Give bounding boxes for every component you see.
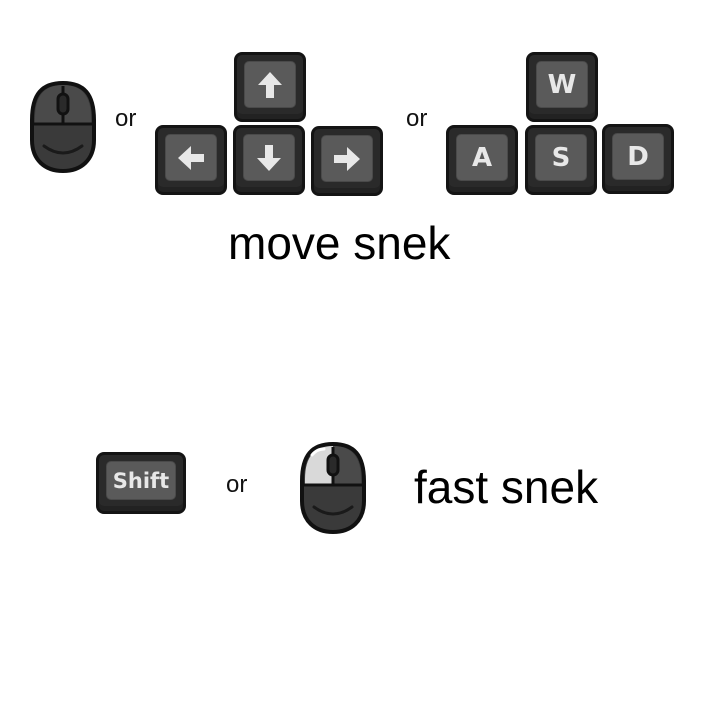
arrow-down-key [233,125,305,195]
mouse-left-click-icon [298,441,368,535]
key-d-label: D [612,133,664,180]
fast-caption: fast snek [414,461,599,513]
key-s-label: S [535,134,587,181]
arrow-up-icon [258,71,282,98]
arrow-left-key [155,125,227,195]
arrow-right-icon [334,146,360,171]
key-w: W [526,52,598,122]
mouse-icon [28,80,98,174]
key-d: D [602,124,674,194]
key-s: S [525,125,597,195]
arrow-right-key [311,126,383,196]
or-label: or [406,105,428,132]
shift-key-label: Shift [106,461,176,500]
arrow-up-key [234,52,306,122]
arrow-left-icon [178,145,204,170]
key-w-label: W [536,61,588,108]
key-a-label: A [456,134,508,181]
move-caption: move snek [228,217,451,269]
arrow-down-icon [257,144,281,171]
or-label: or [226,471,248,498]
key-a: A [446,125,518,195]
shift-key: Shift [96,452,186,514]
or-label: or [115,105,137,132]
